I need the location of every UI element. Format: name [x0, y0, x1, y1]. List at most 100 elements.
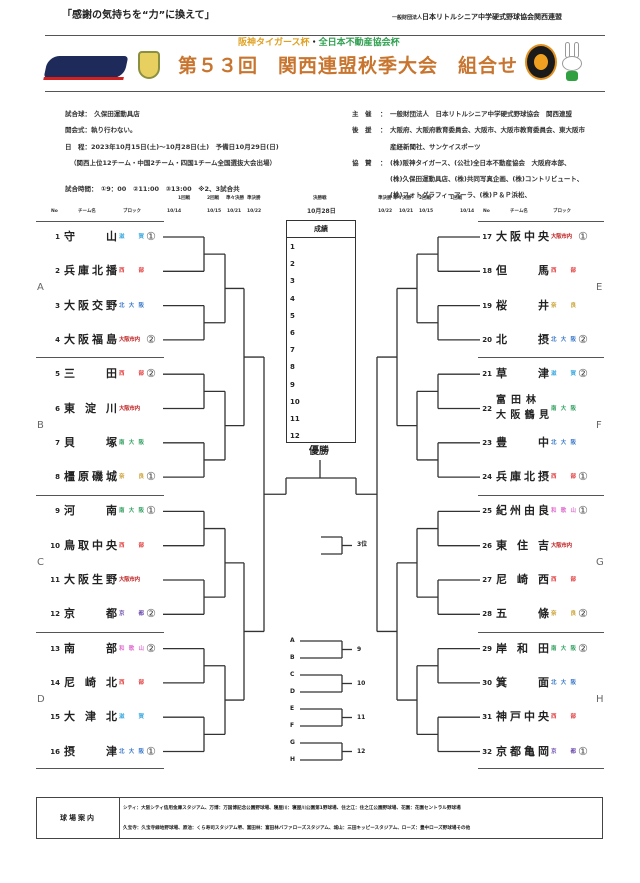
playoff-group: C	[290, 671, 295, 678]
team-name: 大阪中央	[496, 230, 549, 243]
group-divider	[36, 495, 164, 496]
team-name: 尼崎西	[496, 573, 549, 586]
team-number: 10	[50, 541, 60, 550]
region-label: A	[37, 282, 44, 294]
result-rank: 12	[290, 432, 300, 441]
col-qf-left: 準々決勝	[226, 196, 244, 201]
team-name: 但馬	[496, 264, 549, 278]
team-name-2: 大阪鶴見	[496, 409, 549, 421]
third-place-label: 3位	[357, 541, 368, 548]
block-label: 西部	[551, 714, 576, 721]
block-label: 和歌山	[119, 645, 144, 652]
team-name: 箕面	[496, 675, 549, 689]
page-title: 第５３回 関西連盟秋季大会 組合せ	[178, 55, 519, 77]
team-number: 14	[50, 678, 60, 687]
results-title: 成績	[287, 221, 355, 238]
team-number: 6	[55, 404, 60, 413]
team-name: 三田	[64, 367, 117, 381]
team-number: 32	[482, 747, 492, 756]
col-r2-date-left: 10/15	[207, 209, 222, 214]
team-name: 東住吉	[496, 538, 549, 552]
team-name: 京都	[64, 607, 117, 621]
sponsor-text-1: (株)阪神タイガース、(公社)全日本不動産協会 大阪府本部、	[390, 159, 571, 167]
support-text-1: 大阪府、大阪府教育委員会、大阪市、大阪市教育委員会、東大阪市	[390, 126, 585, 134]
header-rule-top	[45, 35, 605, 36]
team-number: 17	[482, 233, 492, 241]
support-text-2: 産経新聞社、サンケイスポーツ	[390, 143, 481, 151]
header-rule-bottom	[45, 91, 605, 92]
slogan: 「感謝の気持ちを“力”に換えて」	[62, 10, 215, 21]
block-label: 奈良	[551, 302, 576, 309]
block-label: 奈良	[119, 474, 144, 481]
cup-dot: ・	[309, 38, 319, 48]
seed-mark: ①	[578, 504, 588, 518]
playoff-group: B	[290, 654, 295, 661]
result-rank: 4	[290, 294, 295, 303]
team-name: 大阪福島	[64, 332, 117, 346]
col-r2-date-right: 10/15	[419, 209, 434, 214]
block-label: 西部	[551, 577, 576, 583]
team-number: 24	[482, 473, 492, 482]
col-r2-left: 2回戦	[207, 196, 220, 201]
venue-title: 球場案内	[37, 798, 120, 838]
seed-mark: ①	[578, 744, 588, 758]
team-number: 3	[55, 301, 60, 310]
league-emblem	[138, 51, 160, 79]
col-r1-date-left: 10/14	[167, 209, 182, 214]
team-number: 31	[482, 713, 492, 722]
result-rank: 5	[290, 311, 295, 320]
result-rank: 10	[290, 397, 300, 406]
playoff-rank: 9	[357, 645, 362, 653]
block-label: 滋賀	[119, 234, 144, 240]
team-number: 5	[55, 370, 60, 379]
team-name: 鳥取中央	[64, 538, 117, 552]
team-number: 19	[482, 301, 492, 310]
info-qualifier: （関西上位12チーム・中国2チーム・四国1チーム全国選抜大会出場）	[70, 159, 277, 167]
block-label: 北大阪	[551, 439, 576, 446]
team-name: 草津	[496, 367, 549, 381]
team-name: 桜井	[496, 298, 549, 312]
block-label: 南大阪	[551, 405, 576, 412]
group-divider	[478, 221, 604, 222]
team-number: 29	[482, 644, 492, 653]
support-sep: ：	[380, 126, 387, 134]
team-number: 20	[482, 335, 492, 344]
team-number: 26	[482, 541, 492, 550]
team-name: 大津北	[64, 710, 117, 724]
info-ball: 試合球： 久保田運動具店	[65, 110, 140, 118]
seed-mark: ①	[578, 230, 588, 243]
playoff-group: D	[290, 688, 295, 695]
block-label: 大阪市内	[551, 234, 572, 240]
team-number: 13	[50, 644, 60, 653]
block-label: 京都	[551, 748, 576, 755]
col-sf-date-right: 10/22	[378, 209, 393, 214]
seed-mark: ②	[578, 367, 588, 381]
block-label: 西部	[551, 268, 576, 275]
team-number: 9	[55, 507, 60, 516]
venue-line-2: 久宝寺：久宝寺緑地野球場、原池：くら寿司スタジアム堺、富田林：富田林バファローズ…	[123, 826, 471, 831]
team-number: 2	[55, 267, 60, 276]
seed-mark: ①	[146, 470, 156, 484]
block-label: 西部	[551, 474, 576, 481]
block-label: 西部	[119, 679, 144, 686]
team-number: 21	[482, 370, 492, 379]
result-rank: 9	[290, 380, 295, 389]
host-label: 主 催	[352, 110, 372, 118]
team-name: 豊中	[496, 435, 549, 449]
cup1: 阪神タイガース杯	[238, 38, 310, 48]
sponsor-text-2: (株)久保田運動具店、(株)共同写真企画、(株)コントリビュート、	[390, 175, 584, 183]
